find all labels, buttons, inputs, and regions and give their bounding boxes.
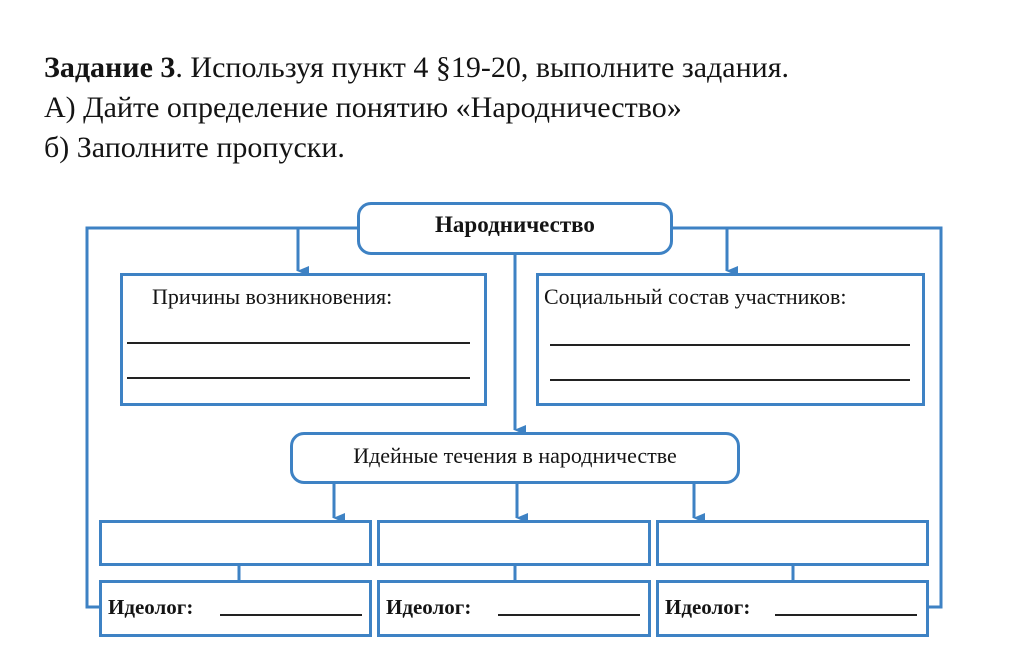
ideolog-box-2: [377, 580, 651, 637]
social-box: [536, 273, 925, 406]
connector-left-outer: [85, 226, 357, 609]
connector-right-outer: [673, 226, 943, 609]
root-node: [357, 202, 673, 255]
currents-node: [290, 432, 740, 484]
causes-label: Причины возникновения:: [152, 284, 393, 309]
ideolog-label-1: Идеолог:: [108, 595, 194, 619]
causes-blank-2[interactable]: [127, 377, 470, 379]
task-number: Задание 3: [44, 51, 176, 84]
ideolog-blank-1[interactable]: [220, 614, 362, 616]
current-box-3[interactable]: [656, 520, 929, 566]
ideolog-label-2: Идеолог:: [386, 595, 472, 619]
task-text: Задание 3. Используя пункт 4 §19-20, вып…: [44, 48, 789, 168]
causes-blank-1[interactable]: [127, 342, 470, 344]
current-box-1[interactable]: [99, 520, 372, 566]
task-part-a: А) Дайте определение понятию «Народничес…: [44, 91, 682, 124]
ideolog-label-3: Идеолог:: [665, 595, 751, 619]
root-label: Народничество: [435, 212, 595, 237]
causes-box: [120, 273, 487, 406]
ideolog-box-1: [99, 580, 372, 637]
social-label: Социальный состав участников:: [544, 284, 847, 309]
social-blank-2[interactable]: [550, 379, 910, 381]
ideolog-box-3: [656, 580, 929, 637]
task-part-b: б) Заполните пропуски.: [44, 131, 345, 164]
ideolog-blank-3[interactable]: [775, 614, 917, 616]
ideolog-blank-2[interactable]: [498, 614, 640, 616]
currents-label: Идейные течения в народничестве: [353, 443, 677, 468]
current-box-2[interactable]: [377, 520, 651, 566]
task-instruction: . Используя пункт 4 §19-20, выполните за…: [175, 51, 789, 84]
social-blank-1[interactable]: [550, 344, 910, 346]
task-title: Задание 3. Используя пункт 4 §19-20, вып…: [44, 48, 789, 88]
